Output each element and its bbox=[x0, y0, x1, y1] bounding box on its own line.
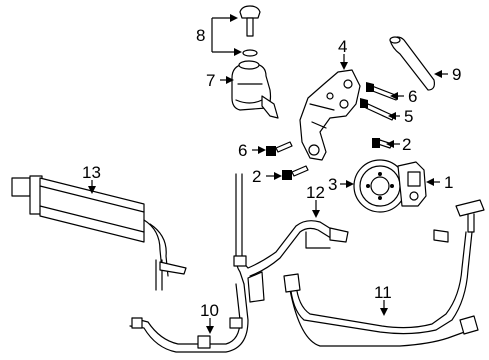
bolt-2-lower-part bbox=[282, 165, 309, 180]
return-hose-part bbox=[129, 283, 249, 353]
reservoir-part bbox=[231, 60, 279, 119]
bolt-2-upper-part bbox=[372, 138, 393, 149]
bolt-5-part bbox=[360, 98, 395, 121]
callout-9-label: 9 bbox=[452, 65, 461, 84]
callout-2-lower-label: 2 bbox=[252, 167, 261, 186]
callout-leaders bbox=[88, 14, 448, 334]
callout-5-label: 5 bbox=[404, 107, 413, 126]
suction-hose-part bbox=[389, 36, 435, 91]
callout-1-label: 1 bbox=[444, 173, 453, 192]
steering-pump-part bbox=[397, 161, 427, 207]
callout-13-label: 13 bbox=[82, 163, 101, 182]
callout-2-upper-label: 2 bbox=[402, 135, 411, 154]
oil-cooler-part bbox=[11, 175, 187, 291]
callout-labels: 8 7 4 9 6 5 2 6 2 3 1 12 13 10 11 bbox=[82, 26, 461, 320]
reservoir-cap-part bbox=[239, 5, 261, 57]
cooler-lines-part bbox=[283, 199, 485, 347]
callout-7-label: 7 bbox=[206, 71, 215, 90]
callout-6-upper-label: 6 bbox=[408, 87, 417, 106]
callout-8-label: 8 bbox=[196, 26, 205, 45]
callout-6-lower-label: 6 bbox=[238, 141, 247, 160]
callout-4-label: 4 bbox=[338, 37, 347, 56]
bolt-6-lower-part bbox=[266, 141, 293, 156]
pressure-hose-part bbox=[233, 173, 349, 303]
pump-bracket-part bbox=[299, 69, 361, 161]
callout-11-label: 11 bbox=[374, 283, 392, 302]
callout-3-label: 3 bbox=[328, 175, 337, 194]
callout-12-label: 12 bbox=[306, 183, 325, 202]
callout-10-label: 10 bbox=[200, 301, 219, 320]
